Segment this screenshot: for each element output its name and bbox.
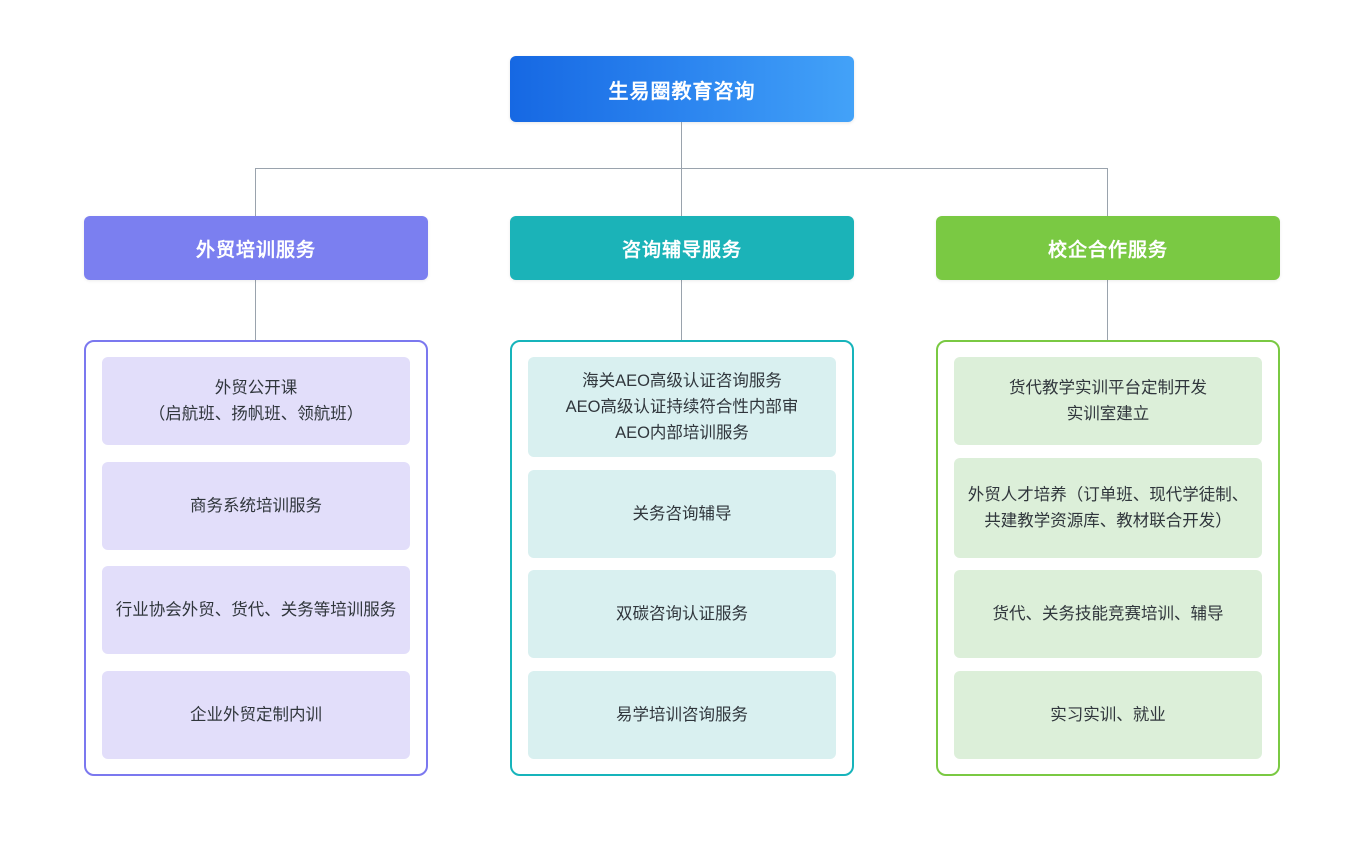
branch-body-0: 外贸公开课 （启航班、扬帆班、领航班） 商务系统培训服务 行业协会外贸、货代、关… xyxy=(84,340,428,776)
connector-header-body-1 xyxy=(681,280,682,340)
leaf-item[interactable]: 实习实训、就业 xyxy=(954,670,1262,759)
branch-column-2: 校企合作服务 货代教学实训平台定制开发 实训室建立 外贸人才培养（订单班、现代学… xyxy=(936,216,1280,776)
leaf-item[interactable]: 外贸公开课 （启航班、扬帆班、领航班） xyxy=(102,357,410,445)
leaf-item[interactable]: 易学培训咨询服务 xyxy=(528,670,836,759)
branch-header-label-2: 校企合作服务 xyxy=(1047,239,1168,261)
leaf-item[interactable]: 货代、关务技能竞赛培训、辅导 xyxy=(954,570,1262,659)
branch-header-label-0: 外贸培训服务 xyxy=(195,239,316,261)
leaf-item[interactable]: 企业外贸定制内训 xyxy=(102,670,410,759)
root-node-label: 生易圈教育咨询 xyxy=(608,80,756,103)
leaf-item[interactable]: 商务系统培训服务 xyxy=(102,461,410,550)
connector-header-body-0 xyxy=(255,280,256,340)
branch-column-0: 外贸培训服务 外贸公开课 （启航班、扬帆班、领航班） 商务系统培训服务 行业协会… xyxy=(84,216,428,776)
leaf-item[interactable]: 外贸人才培养（订单班、现代学徒制、共建教学资源库、教材联合开发） xyxy=(954,457,1262,558)
branch-header-0[interactable]: 外贸培训服务 xyxy=(84,216,428,280)
leaf-item[interactable]: 海关AEO高级认证咨询服务 AEO高级认证持续符合性内部审 AEO内部培训服务 xyxy=(528,357,836,457)
leaf-item[interactable]: 行业协会外贸、货代、关务等培训服务 xyxy=(102,566,410,655)
branch-body-2: 货代教学实训平台定制开发 实训室建立 外贸人才培养（订单班、现代学徒制、共建教学… xyxy=(936,340,1280,776)
branch-column-1: 咨询辅导服务 海关AEO高级认证咨询服务 AEO高级认证持续符合性内部审 AEO… xyxy=(510,216,854,776)
connector-branch-2 xyxy=(1107,168,1108,216)
leaf-item[interactable]: 关务咨询辅导 xyxy=(528,469,836,558)
branch-header-label-1: 咨询辅导服务 xyxy=(621,239,742,261)
root-node: 生易圈教育咨询 xyxy=(510,56,854,122)
leaf-item[interactable]: 双碳咨询认证服务 xyxy=(528,570,836,659)
connector-branch-1 xyxy=(681,168,682,216)
branch-body-1: 海关AEO高级认证咨询服务 AEO高级认证持续符合性内部审 AEO内部培训服务 … xyxy=(510,340,854,776)
connector-branch-0 xyxy=(255,168,256,216)
connector-header-body-2 xyxy=(1107,280,1108,340)
branch-header-2[interactable]: 校企合作服务 xyxy=(936,216,1280,280)
leaf-item[interactable]: 货代教学实训平台定制开发 实训室建立 xyxy=(954,357,1262,445)
connector-root-stem xyxy=(681,122,682,168)
branch-header-1[interactable]: 咨询辅导服务 xyxy=(510,216,854,280)
